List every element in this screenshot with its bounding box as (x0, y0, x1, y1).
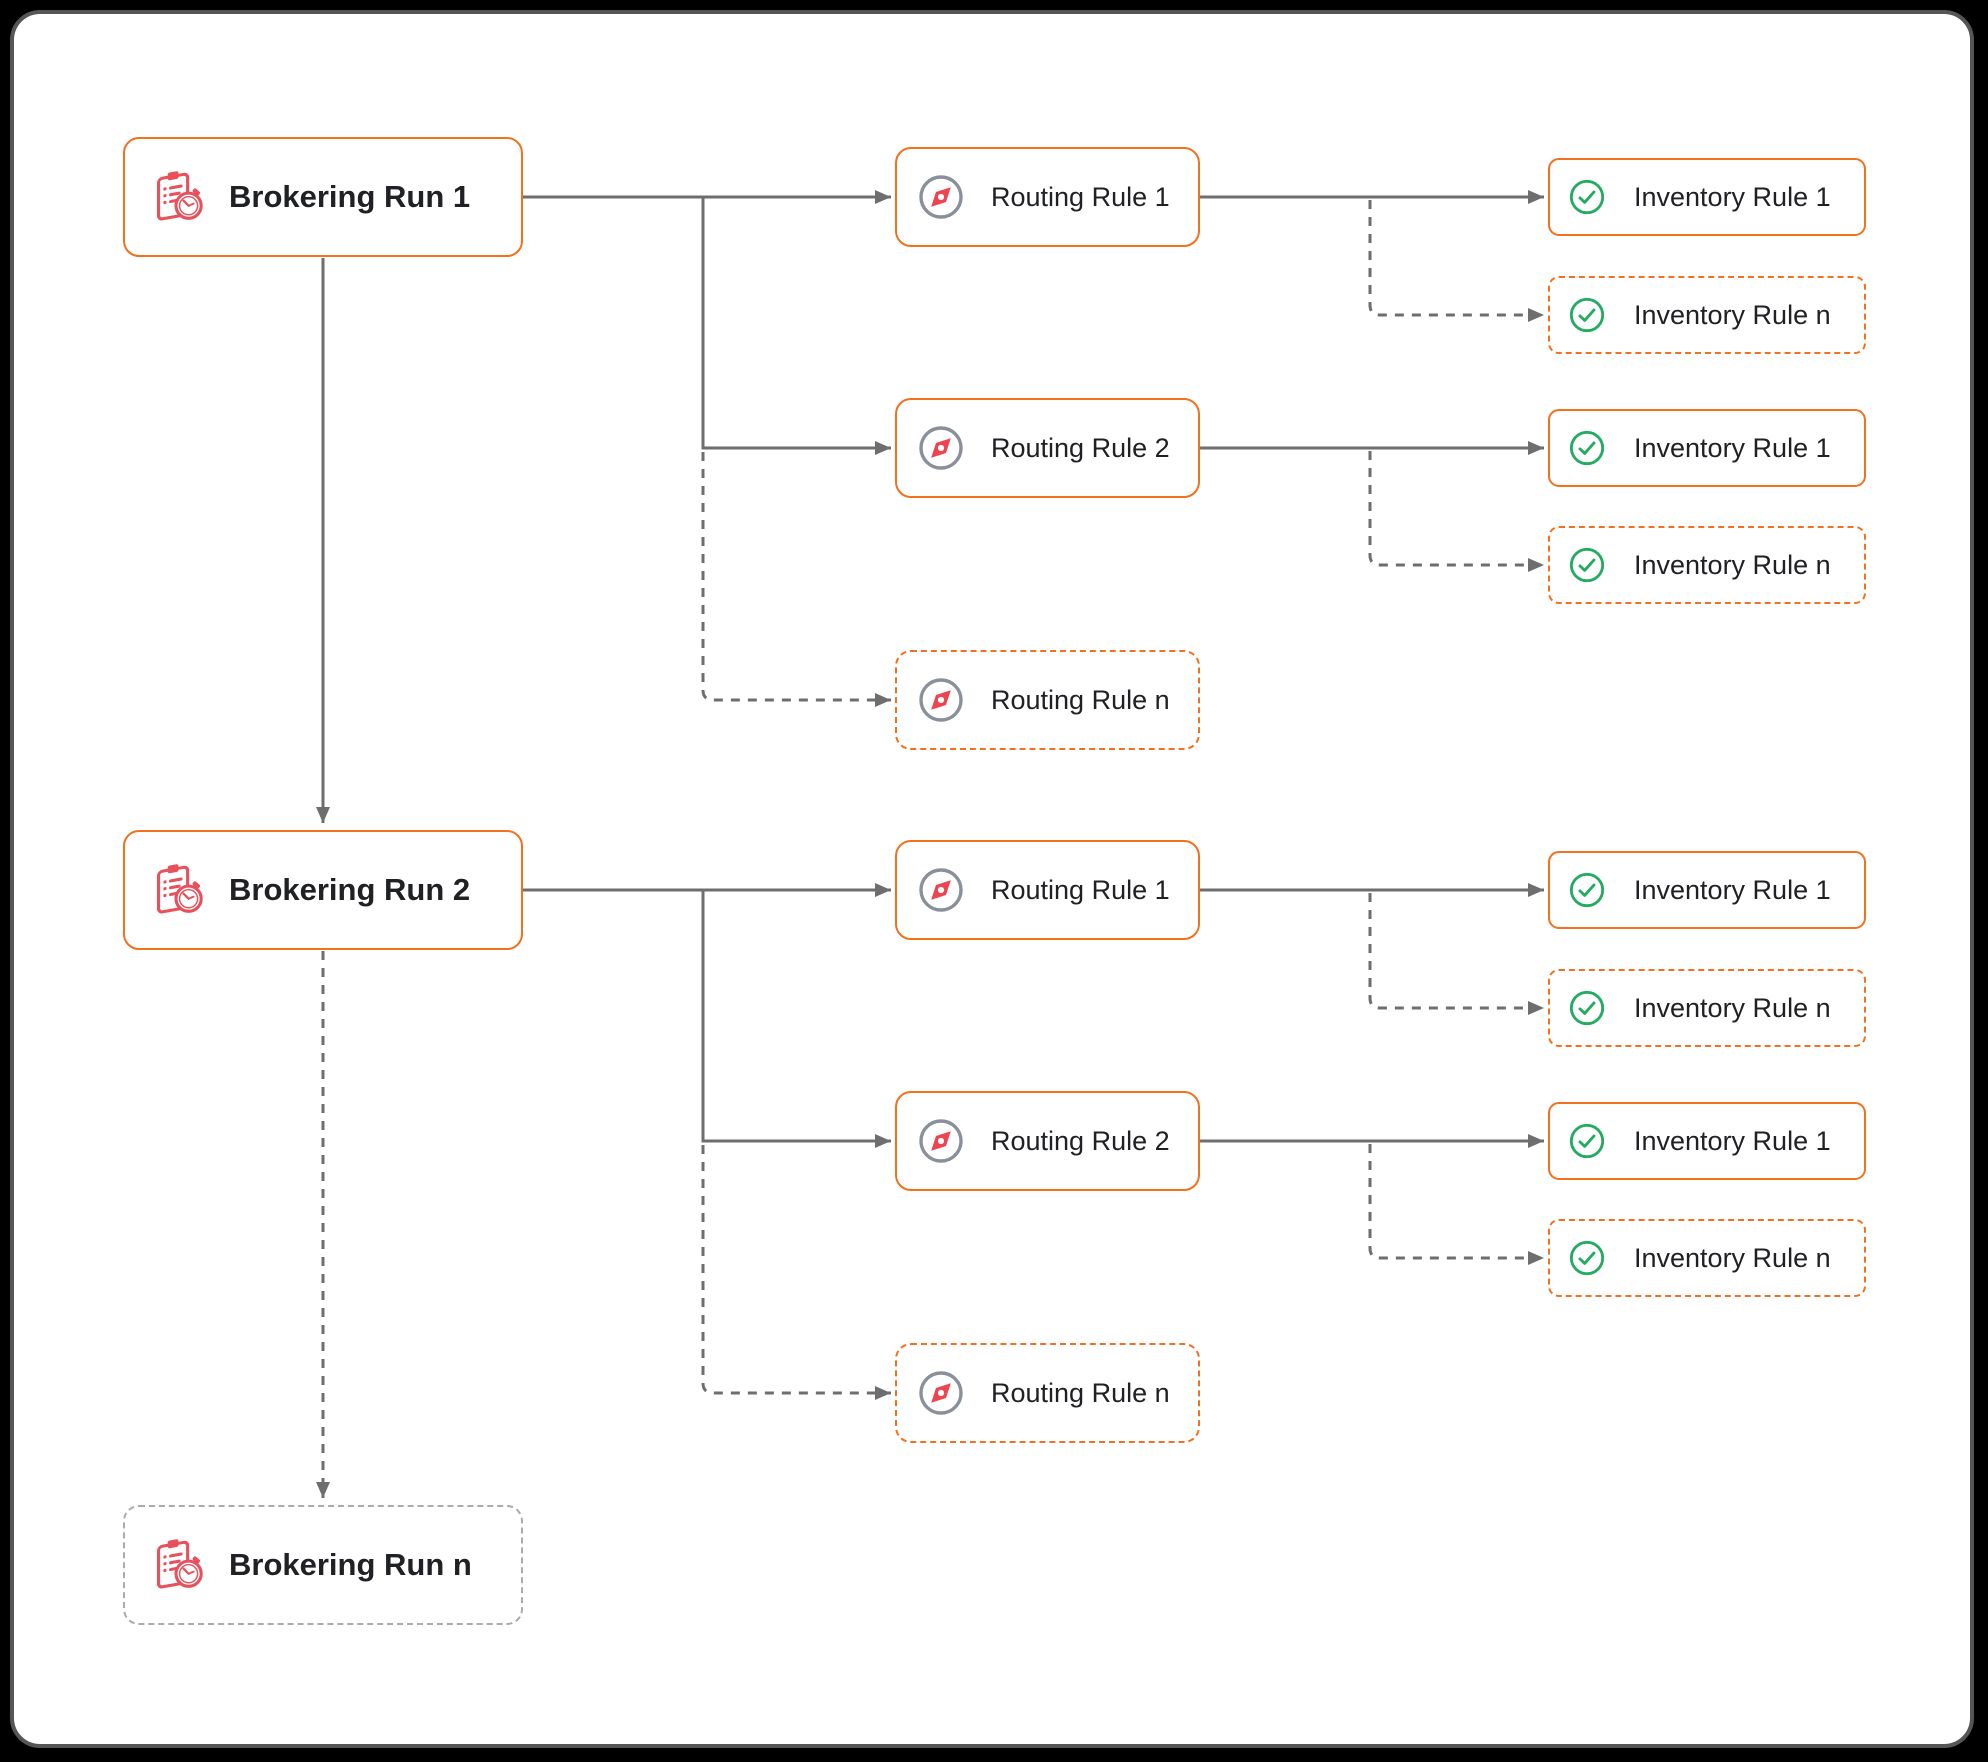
node-ir2-1-1: Inventory Rule 1 (1548, 851, 1866, 929)
node-label: Inventory Rule n (1634, 299, 1831, 330)
node-label: Inventory Rule 1 (1634, 181, 1831, 212)
node-rr1-n: Routing Rule n (895, 650, 1200, 750)
edge-rr2-2-to-ir2-2-n (1368, 1144, 1544, 1265)
node-label: Brokering Run n (229, 1547, 472, 1582)
node-label: Inventory Rule 1 (1634, 874, 1831, 905)
clipboard-timer-icon (145, 166, 207, 228)
node-label: Inventory Rule n (1634, 549, 1831, 580)
node-label: Inventory Rule n (1634, 992, 1831, 1023)
edge-rr1-2-to-ir1-2-n (1368, 451, 1544, 572)
check-circle-icon (1568, 1122, 1606, 1160)
edge-br1-to-rr1-2 (701, 197, 891, 455)
node-label: Inventory Rule 1 (1634, 1125, 1831, 1156)
node-br1: Brokering Run 1 (123, 137, 523, 257)
node-ir1-1-1: Inventory Rule 1 (1548, 158, 1866, 236)
edge-rr2-1-to-ir2-1-n (1368, 893, 1544, 1015)
check-circle-icon (1568, 178, 1606, 216)
check-circle-icon (1568, 296, 1606, 334)
compass-icon (917, 1369, 965, 1417)
node-ir1-1-n: Inventory Rule n (1548, 276, 1866, 354)
clipboard-timer-icon (145, 859, 207, 921)
node-label: Routing Rule 2 (991, 432, 1170, 463)
node-ir1-2-1: Inventory Rule 1 (1548, 409, 1866, 487)
check-circle-icon (1568, 429, 1606, 467)
check-circle-icon (1568, 989, 1606, 1027)
check-circle-icon (1568, 546, 1606, 584)
compass-icon (917, 676, 965, 724)
node-rr1-2: Routing Rule 2 (895, 398, 1200, 498)
node-ir1-2-n: Inventory Rule n (1548, 526, 1866, 604)
check-circle-icon (1568, 1239, 1606, 1277)
node-rr2-1: Routing Rule 1 (895, 840, 1200, 940)
node-label: Routing Rule 2 (991, 1125, 1170, 1156)
compass-icon (917, 173, 965, 221)
compass-icon (917, 1117, 965, 1165)
compass-icon (917, 866, 965, 914)
edge-br1-to-rr1-n (701, 452, 891, 707)
node-label: Inventory Rule n (1634, 1242, 1831, 1273)
edge-rr1-1-to-ir1-1-n (1368, 200, 1544, 322)
node-label: Brokering Run 2 (229, 872, 471, 907)
node-ir2-1-n: Inventory Rule n (1548, 969, 1866, 1047)
node-rr2-2: Routing Rule 2 (895, 1091, 1200, 1191)
node-label: Routing Rule 1 (991, 181, 1170, 212)
node-label: Brokering Run 1 (229, 179, 471, 214)
check-circle-icon (1568, 871, 1606, 909)
node-label: Routing Rule n (991, 684, 1170, 715)
compass-icon (917, 424, 965, 472)
node-rr2-n: Routing Rule n (895, 1343, 1200, 1443)
edge-br2-to-rr2-n (701, 1145, 891, 1400)
node-ir2-2-1: Inventory Rule 1 (1548, 1102, 1866, 1180)
node-label: Inventory Rule 1 (1634, 432, 1831, 463)
node-rr1-1: Routing Rule 1 (895, 147, 1200, 247)
node-br2: Brokering Run 2 (123, 830, 523, 950)
node-ir2-2-n: Inventory Rule n (1548, 1219, 1866, 1297)
node-label: Routing Rule 1 (991, 874, 1170, 905)
edge-br2-to-rr2-2 (701, 890, 891, 1148)
node-label: Routing Rule n (991, 1377, 1170, 1408)
clipboard-timer-icon (145, 1534, 207, 1596)
node-brn: Brokering Run n (123, 1505, 523, 1625)
